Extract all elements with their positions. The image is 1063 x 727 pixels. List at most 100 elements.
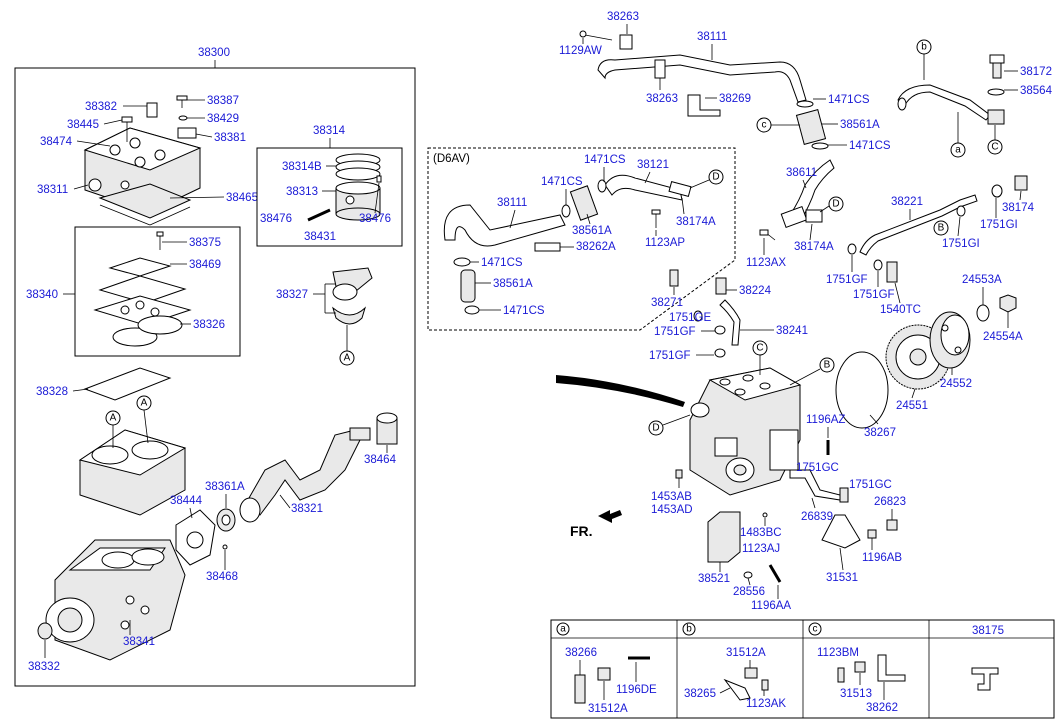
- part-number-38263-top[interactable]: 38263: [607, 11, 639, 23]
- part-number-38564[interactable]: 38564: [1020, 85, 1053, 97]
- part-number-38611[interactable]: 38611: [786, 167, 817, 179]
- table-c-31513[interactable]: 31513: [840, 688, 872, 700]
- callout-c-label: c: [762, 120, 767, 131]
- part-number-38111-d6av[interactable]: 38111: [497, 197, 527, 209]
- table-b-38265[interactable]: 38265: [684, 688, 716, 700]
- part-number-24554A[interactable]: 24554A: [983, 331, 1023, 343]
- part-number-38311[interactable]: 38311: [37, 184, 68, 196]
- part-number-1123AJ[interactable]: 1123AJ: [742, 543, 780, 555]
- part-number-38328[interactable]: 38328: [36, 386, 68, 398]
- part-number-1751GF-d[interactable]: 1751GF: [649, 350, 691, 362]
- part-number-38340[interactable]: 38340: [26, 289, 58, 301]
- part-number-24552[interactable]: 24552: [940, 378, 972, 390]
- part-number-38445[interactable]: 38445: [67, 119, 99, 131]
- table-b-31512A[interactable]: 31512A: [726, 647, 766, 659]
- part-number-1196AA[interactable]: 1196AA: [751, 600, 791, 612]
- table-c-38262[interactable]: 38262: [866, 702, 898, 714]
- part-number-38172[interactable]: 38172: [1020, 66, 1052, 78]
- part-number-1123AX[interactable]: 1123AX: [746, 257, 786, 269]
- table-c-1123BM[interactable]: 1123BM: [817, 647, 859, 659]
- part-number-1196AB[interactable]: 1196AB: [862, 552, 902, 564]
- part-number-1483BC[interactable]: 1483BC: [740, 527, 782, 539]
- part-number-38271[interactable]: 38271: [651, 297, 683, 309]
- part-number-1196AZ[interactable]: 1196AZ: [806, 414, 845, 426]
- part-number-1751GF-a[interactable]: 1751GF: [826, 274, 868, 286]
- part-number-1471CS-f[interactable]: 1471CS: [503, 305, 545, 317]
- part-number-38476-left[interactable]: 38476: [260, 213, 292, 225]
- connecting-rod-part: [332, 267, 373, 352]
- table-a-38266[interactable]: 38266: [565, 647, 597, 659]
- part-number-1471CS-c[interactable]: 1471CS: [584, 154, 626, 166]
- part-number-38241[interactable]: 38241: [776, 325, 808, 337]
- part-number-38174A-d6av[interactable]: 38174A: [676, 216, 716, 228]
- part-number-28556[interactable]: 28556: [733, 586, 765, 598]
- table-a-1196DE[interactable]: 1196DE: [616, 684, 657, 696]
- part-number-38263-mid[interactable]: 38263: [646, 93, 678, 105]
- part-number-1540TC[interactable]: 1540TC: [880, 304, 921, 316]
- part-number-1471CS-d[interactable]: 1471CS: [541, 176, 583, 188]
- part-number-1751GF-b[interactable]: 1751GF: [853, 289, 895, 301]
- part-number-38361A[interactable]: 38361A: [205, 481, 245, 493]
- part-number-38464[interactable]: 38464: [364, 454, 397, 466]
- part-number-38381[interactable]: 38381: [214, 132, 246, 144]
- part-number-38431[interactable]: 38431: [304, 231, 336, 243]
- part-number-38561A-d6av[interactable]: 38561A: [572, 225, 612, 237]
- part-number-38267[interactable]: 38267: [864, 427, 896, 439]
- part-number-38468[interactable]: 38468: [206, 571, 238, 583]
- table-a-31512A[interactable]: 31512A: [588, 703, 628, 715]
- part-number-1453AB[interactable]: 1453AB: [651, 491, 692, 503]
- part-number-1471CS-e[interactable]: 1471CS: [481, 257, 523, 269]
- table-b-1123AK[interactable]: 1123AK: [746, 698, 786, 710]
- part-number-1471CS-b[interactable]: 1471CS: [849, 140, 891, 152]
- part-number-38321[interactable]: 38321: [291, 503, 323, 515]
- part-number-38465[interactable]: 38465: [226, 192, 258, 204]
- part-number-26823[interactable]: 26823: [874, 496, 906, 508]
- part-number-38262A[interactable]: 38262A: [576, 241, 616, 253]
- part-number-1751GF-c[interactable]: 1751GF: [654, 326, 696, 338]
- part-number-38269[interactable]: 38269: [719, 93, 751, 105]
- part-number-38469[interactable]: 38469: [189, 259, 221, 271]
- crankshaft-part: [239, 427, 371, 523]
- part-number-38174[interactable]: 38174: [1002, 202, 1035, 214]
- hose-38561A-lower: [460, 269, 476, 303]
- part-number-1751GC-a[interactable]: 1751GC: [796, 462, 839, 474]
- part-number-1129AW[interactable]: 1129AW: [559, 45, 602, 57]
- callout-C-label: C: [756, 343, 763, 354]
- part-number-38387[interactable]: 38387: [207, 95, 239, 107]
- part-number-38300[interactable]: 38300: [198, 47, 230, 59]
- part-number-1751GC-b[interactable]: 1751GC: [849, 479, 892, 491]
- part-number-38444[interactable]: 38444: [170, 495, 203, 507]
- part-number-38375[interactable]: 38375: [189, 237, 221, 249]
- part-number-38174A-pipe[interactable]: 38174A: [794, 241, 834, 253]
- part-number-38326[interactable]: 38326: [193, 319, 225, 331]
- part-number-24553A[interactable]: 24553A: [962, 274, 1002, 286]
- part-number-1123AP[interactable]: 1123AP: [645, 237, 685, 249]
- part-number-1471CS-a[interactable]: 1471CS: [828, 94, 870, 106]
- part-number-1751GE[interactable]: 1751GE: [669, 312, 712, 324]
- oil-pipe-38221: [859, 194, 978, 256]
- table-header-38175[interactable]: 38175: [972, 625, 1004, 637]
- part-number-38327[interactable]: 38327: [276, 289, 308, 301]
- part-number-38313[interactable]: 38313: [286, 186, 318, 198]
- part-number-24551[interactable]: 24551: [896, 400, 928, 412]
- part-number-38474[interactable]: 38474: [40, 136, 73, 148]
- part-number-38121[interactable]: 38121: [637, 159, 669, 171]
- part-number-1751GI-b[interactable]: 1751GI: [942, 238, 980, 250]
- part-number-38429[interactable]: 38429: [207, 113, 239, 125]
- part-number-1453AD[interactable]: 1453AD: [651, 504, 693, 516]
- part-number-38314B[interactable]: 38314B: [282, 161, 322, 173]
- part-number-38382[interactable]: 38382: [85, 101, 117, 113]
- part-number-38341[interactable]: 38341: [123, 636, 155, 648]
- part-number-38561A-lower[interactable]: 38561A: [493, 278, 533, 290]
- part-number-38332[interactable]: 38332: [28, 661, 60, 673]
- part-number-38561A-top[interactable]: 38561A: [840, 119, 880, 131]
- part-number-38476-right[interactable]: 38476: [359, 213, 391, 225]
- part-number-1751GI-a[interactable]: 1751GI: [980, 219, 1018, 231]
- part-number-38221[interactable]: 38221: [891, 196, 923, 208]
- part-number-38111-top[interactable]: 38111: [697, 31, 727, 43]
- part-number-38224[interactable]: 38224: [739, 285, 772, 297]
- part-number-26839[interactable]: 26839: [801, 511, 833, 523]
- part-number-31531[interactable]: 31531: [826, 572, 858, 584]
- part-number-38521[interactable]: 38521: [698, 573, 730, 585]
- part-number-38314[interactable]: 38314: [313, 125, 346, 137]
